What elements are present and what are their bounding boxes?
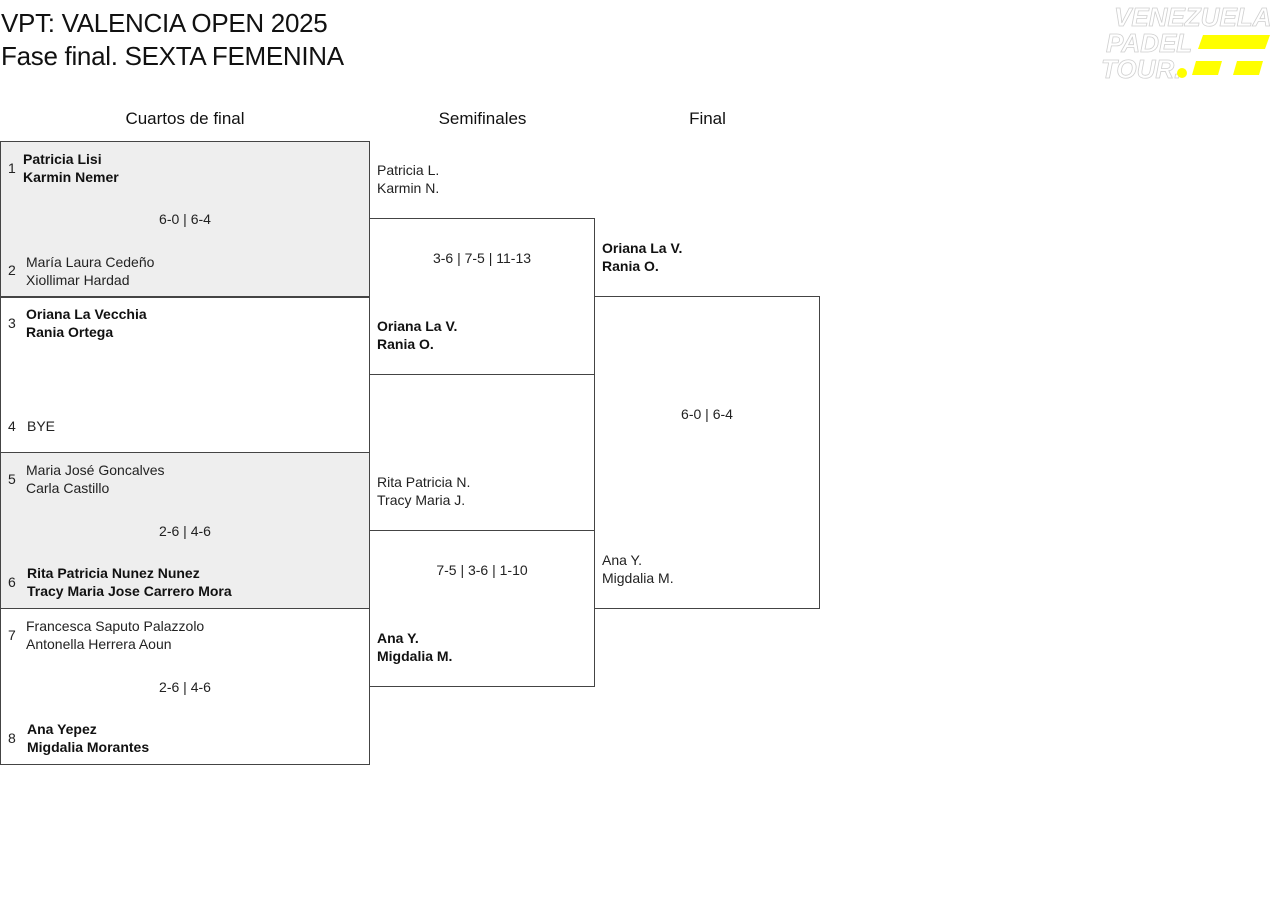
seed-number: 7 [8, 627, 16, 643]
player-name: Maria José Goncalves [26, 462, 165, 478]
match-score: 3-6 | 7-5 | 11-13 [432, 250, 532, 266]
player-name: Rita Patricia N. [377, 474, 471, 490]
seed-number: 3 [8, 315, 16, 331]
final-match: 6-0 | 6-4 Ana Y. Migdalia M. [594, 296, 820, 609]
logo-bar-mid [1192, 61, 1222, 75]
match-score: 6-0 | 6-4 [159, 211, 211, 227]
player-name: Migdalia Morantes [27, 739, 150, 755]
logo-dot [1177, 68, 1187, 78]
player-name: María Laura Cedeño [26, 254, 155, 270]
player-name: Ana Y. [602, 552, 642, 568]
final-team-2: Ana Y. Migdalia M. [602, 551, 674, 587]
player-name: Oriana La V. [602, 240, 683, 256]
logo-bar-top [1198, 35, 1270, 49]
sf-match-2: 7-5 | 3-6 | 1-10 Ana Y. Migdalia M. [369, 530, 595, 687]
final-team-1: Oriana La V. Rania O. [602, 239, 682, 275]
seed-number: 8 [8, 730, 16, 746]
player-name: Ana Yepez [27, 721, 97, 737]
round-header-quarterfinals: Cuartos de final [125, 109, 245, 128]
seed-number: 4 [8, 418, 16, 434]
team-entry: BYE [27, 417, 55, 435]
player-name: Ana Y. [377, 630, 419, 646]
sf-match-1: 3-6 | 7-5 | 11-13 Oriana La V. Rania O. [369, 218, 595, 375]
round-header-semifinals: Semifinales [438, 109, 527, 128]
seed-number: 2 [8, 262, 16, 278]
match-score: 2-6 | 4-6 [159, 523, 211, 539]
qf-match-2: 3 Oriana La Vecchia Rania Ortega 4 BYE [0, 296, 370, 453]
player-name: Xiollimar Hardad [26, 272, 130, 288]
match-score: 2-6 | 4-6 [159, 679, 211, 695]
team-entry: Rita Patricia Nunez Nunez Tracy Maria Jo… [27, 564, 232, 600]
player-name: Francesca Saputo Palazzolo [26, 618, 205, 634]
player-name: Rita Patricia Nunez Nunez [27, 565, 200, 581]
venezuela-padel-tour-logo: VENEZUELA PADEL TOUR. [1101, 2, 1272, 82]
team-entry: Maria José Goncalves Carla Castillo [26, 461, 165, 497]
player-name: Rania O. [602, 258, 659, 274]
player-name: BYE [27, 418, 56, 434]
seed-number: 5 [8, 471, 16, 487]
player-name: Tracy Maria Jose Carrero Mora [27, 583, 232, 599]
sf2-team-2: Ana Y. Migdalia M. [377, 629, 452, 665]
round-header-final: Final [689, 109, 726, 128]
qf-match-1: 1 Patricia Lisi Karmin Nemer 6-0 | 6-4 2… [0, 141, 370, 298]
logo-bar-right [1233, 61, 1263, 75]
player-name: Karmin Nemer [23, 169, 119, 185]
team-entry: Oriana La Vecchia Rania Ortega [26, 305, 147, 341]
tournament-title: VPT: VALENCIA OPEN 2025 [1, 8, 328, 38]
qf-match-3: 5 Maria José Goncalves Carla Castillo 2-… [0, 452, 370, 609]
logo-line-1: VENEZUELA [1114, 2, 1271, 32]
player-name: Oriana La V. [377, 318, 458, 334]
match-score: 6-0 | 6-4 [681, 406, 733, 422]
player-name: Carla Castillo [26, 480, 110, 496]
player-name: Rania O. [377, 336, 434, 352]
player-name: Migdalia M. [602, 570, 674, 586]
player-name: Karmin N. [377, 180, 440, 196]
team-entry: Francesca Saputo Palazzolo Antonella Her… [26, 617, 204, 653]
sf1-team-1: Patricia L. Karmin N. [377, 161, 439, 197]
seed-number: 1 [8, 160, 16, 176]
player-name: Rania Ortega [26, 324, 114, 340]
team-entry: Patricia Lisi Karmin Nemer [23, 150, 119, 186]
player-name: Oriana La Vecchia [26, 306, 147, 322]
team-entry: Ana Yepez Migdalia Morantes [27, 720, 149, 756]
logo-line-2: PADEL [1106, 28, 1192, 58]
sf1-team-2: Oriana La V. Rania O. [377, 317, 457, 353]
player-name: Migdalia M. [377, 648, 453, 664]
seed-number: 6 [8, 574, 16, 590]
player-name: Tracy Maria J. [377, 492, 466, 508]
sf2-team-1: Rita Patricia N. Tracy Maria J. [377, 473, 470, 509]
player-name: Antonella Herrera Aoun [26, 636, 172, 652]
match-score: 7-5 | 3-6 | 1-10 [436, 562, 528, 578]
player-name: Patricia L. [377, 162, 440, 178]
qf-match-4: 7 Francesca Saputo Palazzolo Antonella H… [0, 608, 370, 765]
category-title: Fase final. SEXTA FEMENINA [1, 41, 344, 71]
team-entry: María Laura Cedeño Xiollimar Hardad [26, 253, 154, 289]
player-name: Patricia Lisi [23, 151, 102, 167]
logo-line-3: TOUR. [1101, 54, 1181, 82]
